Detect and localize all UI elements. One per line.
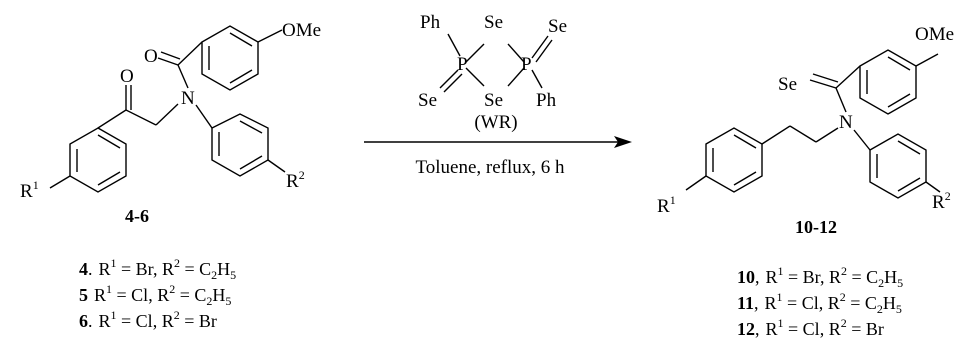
reagent-p-left: P (457, 54, 468, 75)
product-aryl-ring-ome (859, 49, 917, 115)
reagent-se-top: Se (484, 12, 503, 33)
product-r2: R2 (932, 189, 951, 213)
reactant-r2: R2 (286, 168, 305, 192)
reactant-aryl-ring-r2 (211, 113, 269, 177)
reactant-aryl-ring-r1 (69, 127, 127, 193)
reagent-se-bottom: Se (484, 90, 503, 111)
product-aryl-ring-r2 (869, 133, 927, 199)
reactant-label: 4-6 (125, 206, 149, 226)
entry-row: 10,R1 = Br, R2 = C2H5 (737, 264, 903, 290)
reagent-name: (WR) (474, 112, 517, 133)
reagent-se-left-exo: Se (418, 90, 437, 111)
product-ome: OMe (915, 24, 954, 45)
product-se: Se (778, 74, 797, 95)
reagent-ph-left: Ph (420, 12, 441, 33)
entry-row: 11,R1 = Cl, R2 = C2H5 (737, 290, 902, 316)
product-r1: R1 (657, 193, 676, 217)
reactant-r1: R1 (20, 178, 39, 202)
reaction-conditions: Toluene, reflux, 6 h (415, 157, 565, 178)
reactant-structure: O O N OMe R1 R2 4-6 (20, 20, 321, 226)
reactant-n: N (181, 88, 195, 109)
reactant-ome: OMe (282, 20, 321, 41)
reagent-p-right: P (521, 54, 532, 75)
product-n: N (839, 112, 853, 133)
reagent-ph-right: Ph (536, 90, 557, 111)
reactant-ketone-o: O (120, 66, 134, 87)
entry-row: 6.R1 = Cl, R2 = Br (79, 308, 217, 331)
woollins-reagent: Ph Se Se P P Se Se Ph (WR) (418, 12, 567, 133)
reaction-arrow (364, 136, 632, 148)
reagent-se-right-exo: Se (548, 16, 567, 37)
entry-row: 4.R1 = Br, R2 = C2H5 (79, 256, 236, 282)
product-aryl-ring-r1 (705, 127, 763, 193)
reactant-aryl-ring-ome (201, 25, 259, 91)
product-structure: Se N OMe R1 R2 10-12 (657, 24, 954, 237)
entry-row: 12,R1 = Cl, R2 = Br (737, 316, 884, 339)
product-entries: 10,R1 = Br, R2 = C2H5 11,R1 = Cl, R2 = C… (737, 264, 903, 339)
product-label: 10-12 (795, 217, 837, 237)
reactant-amide-o: O (144, 46, 158, 67)
